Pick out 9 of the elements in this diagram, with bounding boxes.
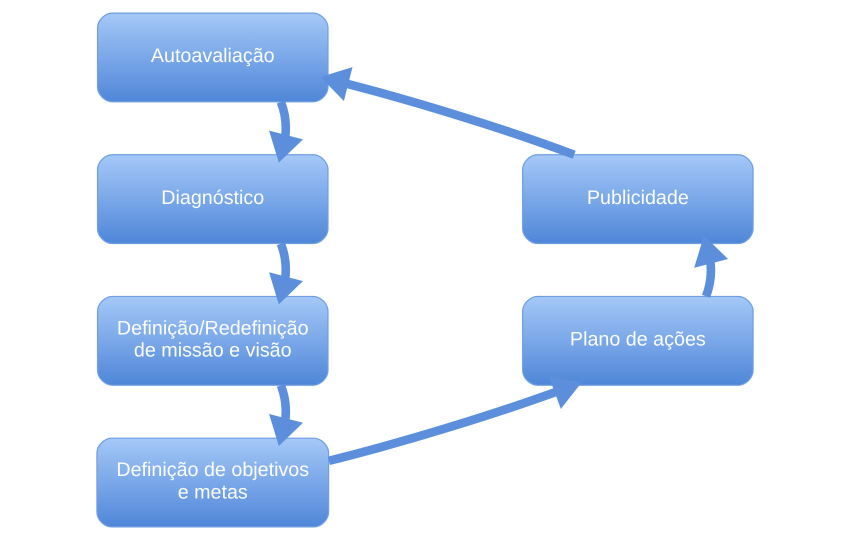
node-box: Publicidade bbox=[522, 154, 754, 244]
arrow bbox=[694, 236, 728, 298]
arrow bbox=[327, 376, 582, 465]
node-box: Diagnóstico bbox=[96, 154, 328, 244]
node-box: Plano de ações bbox=[522, 296, 754, 386]
node-box: Definição/Redefinição de missão e visão bbox=[96, 296, 328, 386]
node-box: Definição de objetivos e metas bbox=[96, 438, 329, 528]
arrow bbox=[320, 67, 576, 159]
node-box: Autoavaliação bbox=[96, 12, 328, 102]
